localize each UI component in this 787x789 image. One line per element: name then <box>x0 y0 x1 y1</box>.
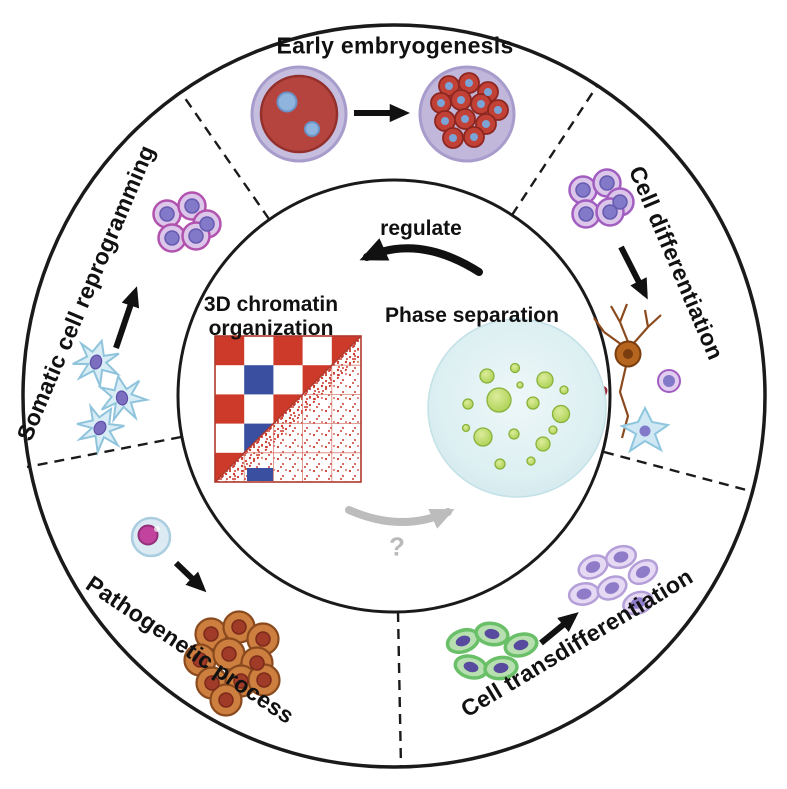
hic-heatmap <box>214 335 362 483</box>
arrow-differentiation <box>618 245 648 300</box>
arrow-transdifferentiation <box>539 612 579 646</box>
single-cell-icon <box>130 516 172 558</box>
arrow-question <box>345 506 455 529</box>
arrow-pathogenesis <box>173 560 207 593</box>
chromatin-line2: organization <box>208 317 334 340</box>
sector-dividers <box>26 85 755 768</box>
arrow-reprogramming <box>113 286 140 349</box>
zygote-illustration <box>250 65 348 163</box>
sector-divider <box>510 85 599 216</box>
question-mark-label: ? <box>389 531 405 562</box>
arrow-regulate <box>359 238 483 276</box>
lavender-cell-cluster <box>567 544 659 616</box>
sector-divider <box>26 435 182 469</box>
regulate-label: regulate <box>380 217 462 240</box>
sector-divider <box>396 611 403 768</box>
phase-separation-label: Phase separation <box>385 304 559 327</box>
round-cell-icon <box>657 369 681 393</box>
matrix-diagonal <box>214 335 362 483</box>
fibroblast-cells <box>72 338 151 456</box>
sector-divider <box>179 90 270 220</box>
tumor-cell-cluster <box>183 610 281 717</box>
sector-label-early-embryogenesis: Early embryogenesis <box>276 32 514 59</box>
condensate-droplets <box>461 362 571 470</box>
phase-separation-illustration <box>427 318 607 498</box>
stem-cell-cluster <box>568 168 635 229</box>
morula-illustration <box>418 65 516 163</box>
inner-circle <box>176 178 612 614</box>
green-cell-cluster <box>445 621 539 681</box>
sector-divider <box>603 450 755 494</box>
neuron-icon <box>593 303 662 439</box>
chromatin-organization-label: 3D chromatin organization <box>186 293 356 341</box>
chromatin-line1: 3D chromatin <box>203 293 339 316</box>
reprogrammed-cell-cluster <box>152 191 222 253</box>
astrocyte-cell-icon <box>619 405 671 454</box>
